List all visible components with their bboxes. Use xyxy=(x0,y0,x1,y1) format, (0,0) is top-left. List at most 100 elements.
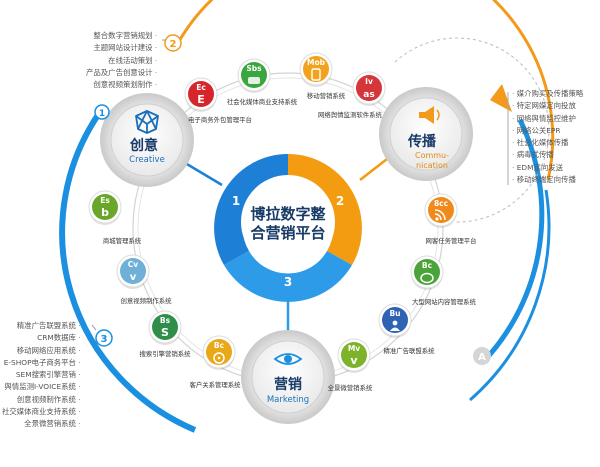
hub-creative[interactable]: 创意 Creative xyxy=(100,93,194,187)
product-abbr: 8cc xyxy=(434,199,448,208)
product-abbr: Bu xyxy=(389,309,400,318)
product-abbr: Mv xyxy=(348,344,360,353)
product-abbr: Bc xyxy=(422,261,432,270)
list-3-item: 舆情监测I-VOICE系统 xyxy=(2,381,81,393)
product-badge xyxy=(341,342,367,368)
hub-marketing[interactable]: 营销 Marketing xyxy=(241,330,335,424)
svg-text:3: 3 xyxy=(101,334,108,345)
marketing-zh: 营销 xyxy=(274,376,302,393)
lastfm-icon: as xyxy=(363,90,374,100)
product-abbr: Iv xyxy=(365,77,373,86)
list-a-item: 特定网媒定向投放 xyxy=(512,100,583,112)
S-icon: S xyxy=(161,326,169,339)
badge-2: 2 xyxy=(164,34,182,52)
person-icon xyxy=(390,320,400,331)
communication-en-line2: nication xyxy=(416,161,448,170)
segment-3 xyxy=(224,251,352,302)
segment-number-3: 3 xyxy=(284,275,292,289)
list-3-item: 精准广告联盟系统 xyxy=(2,320,81,332)
product-label: 创意视频制作系统 xyxy=(120,296,172,305)
badge-3: 3 xyxy=(95,329,113,347)
svg-text:2: 2 xyxy=(170,39,177,50)
svg-text:b: b xyxy=(101,206,109,219)
product-badge xyxy=(206,339,232,365)
phone-icon xyxy=(311,68,321,81)
svg-text:1: 1 xyxy=(99,109,105,119)
svg-text:S: S xyxy=(161,326,169,339)
svg-text:v: v xyxy=(130,272,137,283)
list-2: 整合数字营销规划 主题网站设计建设 在线活动策划 产品及广告创意设计 创意视频策… xyxy=(86,30,157,91)
product-label: 搜索引擎营销系统 xyxy=(139,349,191,358)
list-3-item: 创意视频制作系统 xyxy=(2,394,81,406)
product-8[interactable]: BsS 搜索引擎营销系统 xyxy=(139,310,191,358)
center-core xyxy=(241,175,335,269)
product-abbr: Bs xyxy=(160,316,171,325)
list-2-item: 主题网站设计建设 xyxy=(86,42,157,54)
list-3: 精准广告联盟系统 CRM数据库 移动网络应用系统 E-SHOP电子商务平台 SE… xyxy=(2,320,81,431)
product-9[interactable]: Bc 客户关系管理系统 xyxy=(189,335,241,389)
product-abbr: Bc xyxy=(214,341,224,350)
cd-icon xyxy=(213,352,225,364)
list-3-item: SEM搜索引擎营销 xyxy=(2,369,81,381)
product-badge xyxy=(428,197,454,223)
product-10[interactable]: Mvv 全景微营销系统 xyxy=(328,338,373,392)
list-2-item: 产品及广告创意设计 xyxy=(86,67,157,79)
product-12[interactable]: Bc 大型网站内容管理系统 xyxy=(410,255,477,306)
list-2-item: 创意视频策划制作 xyxy=(86,79,157,91)
b-icon: b xyxy=(101,206,109,219)
list-3-item: 社交媒体商业支持系统 xyxy=(2,406,81,418)
eye-icon xyxy=(273,353,303,365)
center-donut: 1 2 3 博拉数字整 合营销平台 xyxy=(214,154,362,302)
product-label: 社会化媒体商业支持系统 xyxy=(227,97,298,106)
list-a-item: 媒介购买及传播策略 xyxy=(512,88,584,100)
svg-text:v: v xyxy=(350,354,358,367)
list-3-item: 移动网络应用系统 xyxy=(2,345,81,357)
product-badge xyxy=(356,75,382,101)
creative-en: Creative xyxy=(129,155,165,165)
badge-1: 1 xyxy=(94,104,110,120)
product-abbr: Sbs xyxy=(246,64,262,73)
vimeo-icon: v xyxy=(130,272,137,283)
center-title-line1: 博拉数字整 xyxy=(250,205,325,223)
product-label: 移动营销系统 xyxy=(307,91,346,100)
bubble-icon xyxy=(420,272,434,284)
list-a-item: 社会化媒体传播 xyxy=(512,137,583,149)
product-label: 全景微营销系统 xyxy=(328,383,373,392)
center-title-line2: 合营销平台 xyxy=(249,224,325,242)
list-a-item: EDM定向发送 xyxy=(512,162,583,174)
rss-icon xyxy=(434,209,446,221)
product-badge xyxy=(120,258,146,284)
product-abbr: Ec xyxy=(196,83,206,92)
list-a-item: 病毒式传播 xyxy=(512,149,583,161)
svg-text:E: E xyxy=(197,93,205,106)
creative-zh: 创意 xyxy=(129,137,158,154)
list-3-item: E-SHOP电子商务平台 xyxy=(2,357,81,369)
product-label: 客户关系管理系统 xyxy=(189,380,241,389)
product-2[interactable]: Sbs 社会化媒体商业支持系统 xyxy=(227,58,298,106)
communication-zh: 传播 xyxy=(407,133,437,150)
Sbs-icon xyxy=(248,77,260,84)
dashed-arc xyxy=(394,37,550,223)
list-a-item: 移动终端定向传播 xyxy=(512,174,583,186)
product-label: 大型网站内容管理系统 xyxy=(412,297,477,306)
megaphone-icon xyxy=(419,106,440,124)
marketing-en: Marketing xyxy=(267,395,309,405)
list-a-item: 网络舆情监控维护 xyxy=(512,113,583,125)
hub-communication[interactable]: 传播 Commu- nication xyxy=(379,87,473,181)
product-label: 网络舆情监测软件系统 xyxy=(318,110,383,119)
product-badge xyxy=(92,194,118,220)
product-4[interactable]: Iv as 网络舆情监测软件系统 xyxy=(318,71,386,119)
list-3-item: 全景微营销系统 xyxy=(2,418,81,430)
communication-en-line1: Commu- xyxy=(415,151,449,160)
svg-text:as: as xyxy=(363,90,374,100)
creative-icon xyxy=(135,110,159,134)
